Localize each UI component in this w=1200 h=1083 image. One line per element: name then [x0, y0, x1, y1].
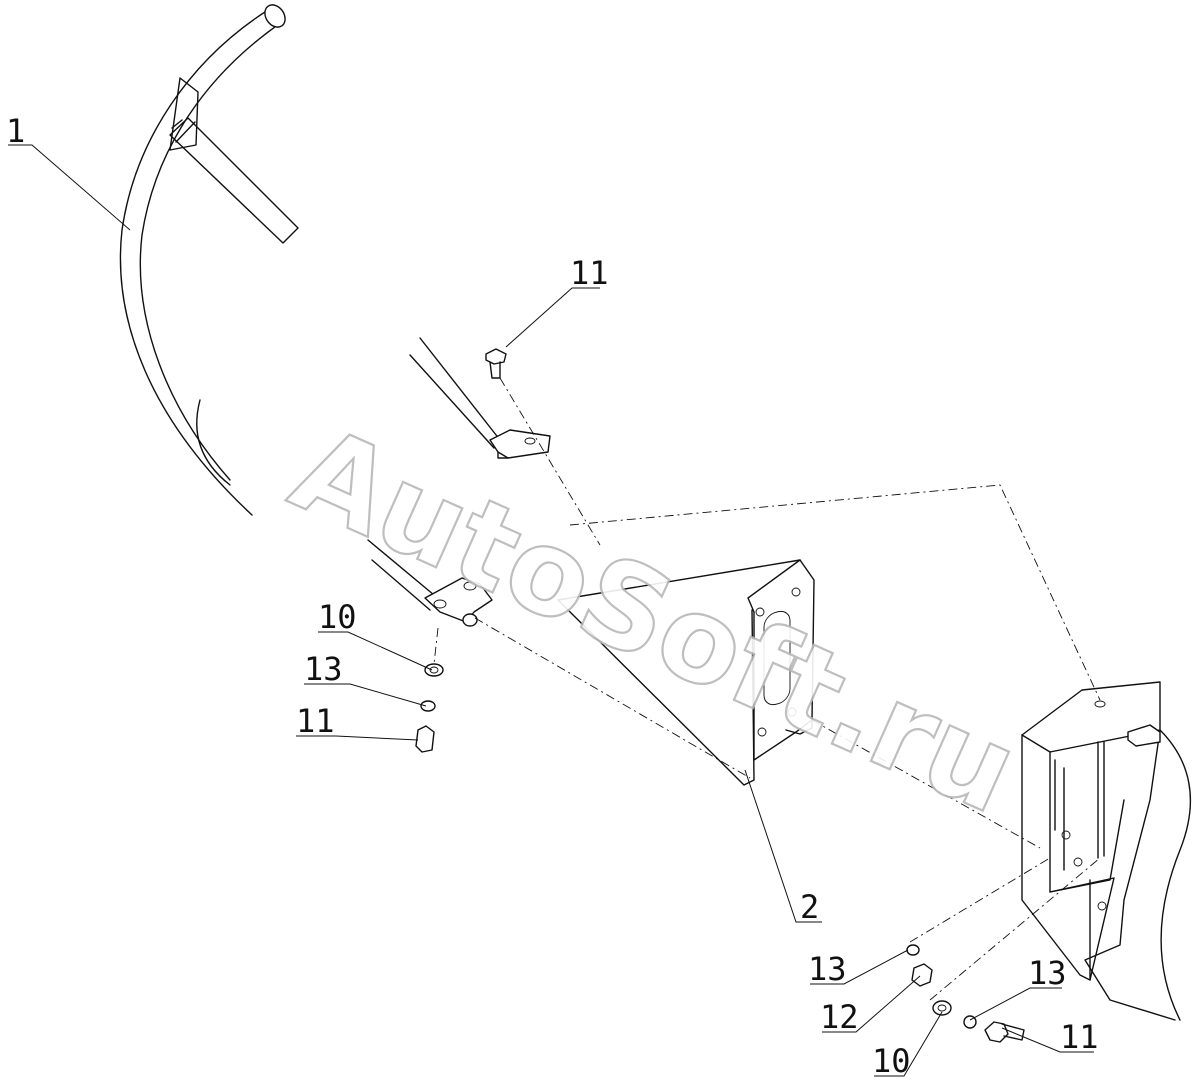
washer-10-right [932, 1000, 952, 1016]
right-frame-housing [1021, 681, 1192, 1021]
callout-10-right: 10 [872, 1042, 911, 1080]
callout-13-left: 13 [304, 650, 343, 688]
callout-labels: 1 11 10 13 11 2 13 12 13 11 10 [6, 112, 1099, 1080]
callout-13-lower: 13 [808, 950, 847, 988]
callout-12: 12 [820, 998, 859, 1036]
upper-arm-bracket [409, 337, 551, 459]
nut-12 [911, 963, 933, 987]
callout-13-right: 13 [1028, 954, 1067, 992]
callout-11-left: 11 [296, 702, 335, 740]
lockwasher-13-right [963, 1015, 977, 1029]
assembly-lines [433, 377, 1101, 1001]
lockwasher-13-left [420, 700, 436, 712]
watermark: AutoSoft.ru [274, 400, 1037, 841]
bolt-11-upper [485, 348, 507, 379]
fastener-stack-right [906, 944, 1025, 1043]
callout-1: 1 [6, 112, 25, 150]
bolt-11-left [415, 725, 435, 753]
callout-11-upper: 11 [570, 254, 609, 292]
bolt-11-right [984, 1021, 1009, 1043]
callout-10-left: 10 [318, 598, 357, 636]
callout-2: 2 [800, 888, 819, 926]
fastener-stack-left [415, 663, 444, 753]
lockwasher-13-lower [906, 944, 920, 956]
leader-lines [8, 144, 1094, 1077]
washer-10-left [424, 663, 444, 677]
part-2-plate-bracket [557, 559, 815, 786]
callout-11-right: 11 [1060, 1018, 1099, 1056]
lower-arm-bracket [367, 539, 493, 627]
part-1-curved-tube [119, 4, 299, 516]
